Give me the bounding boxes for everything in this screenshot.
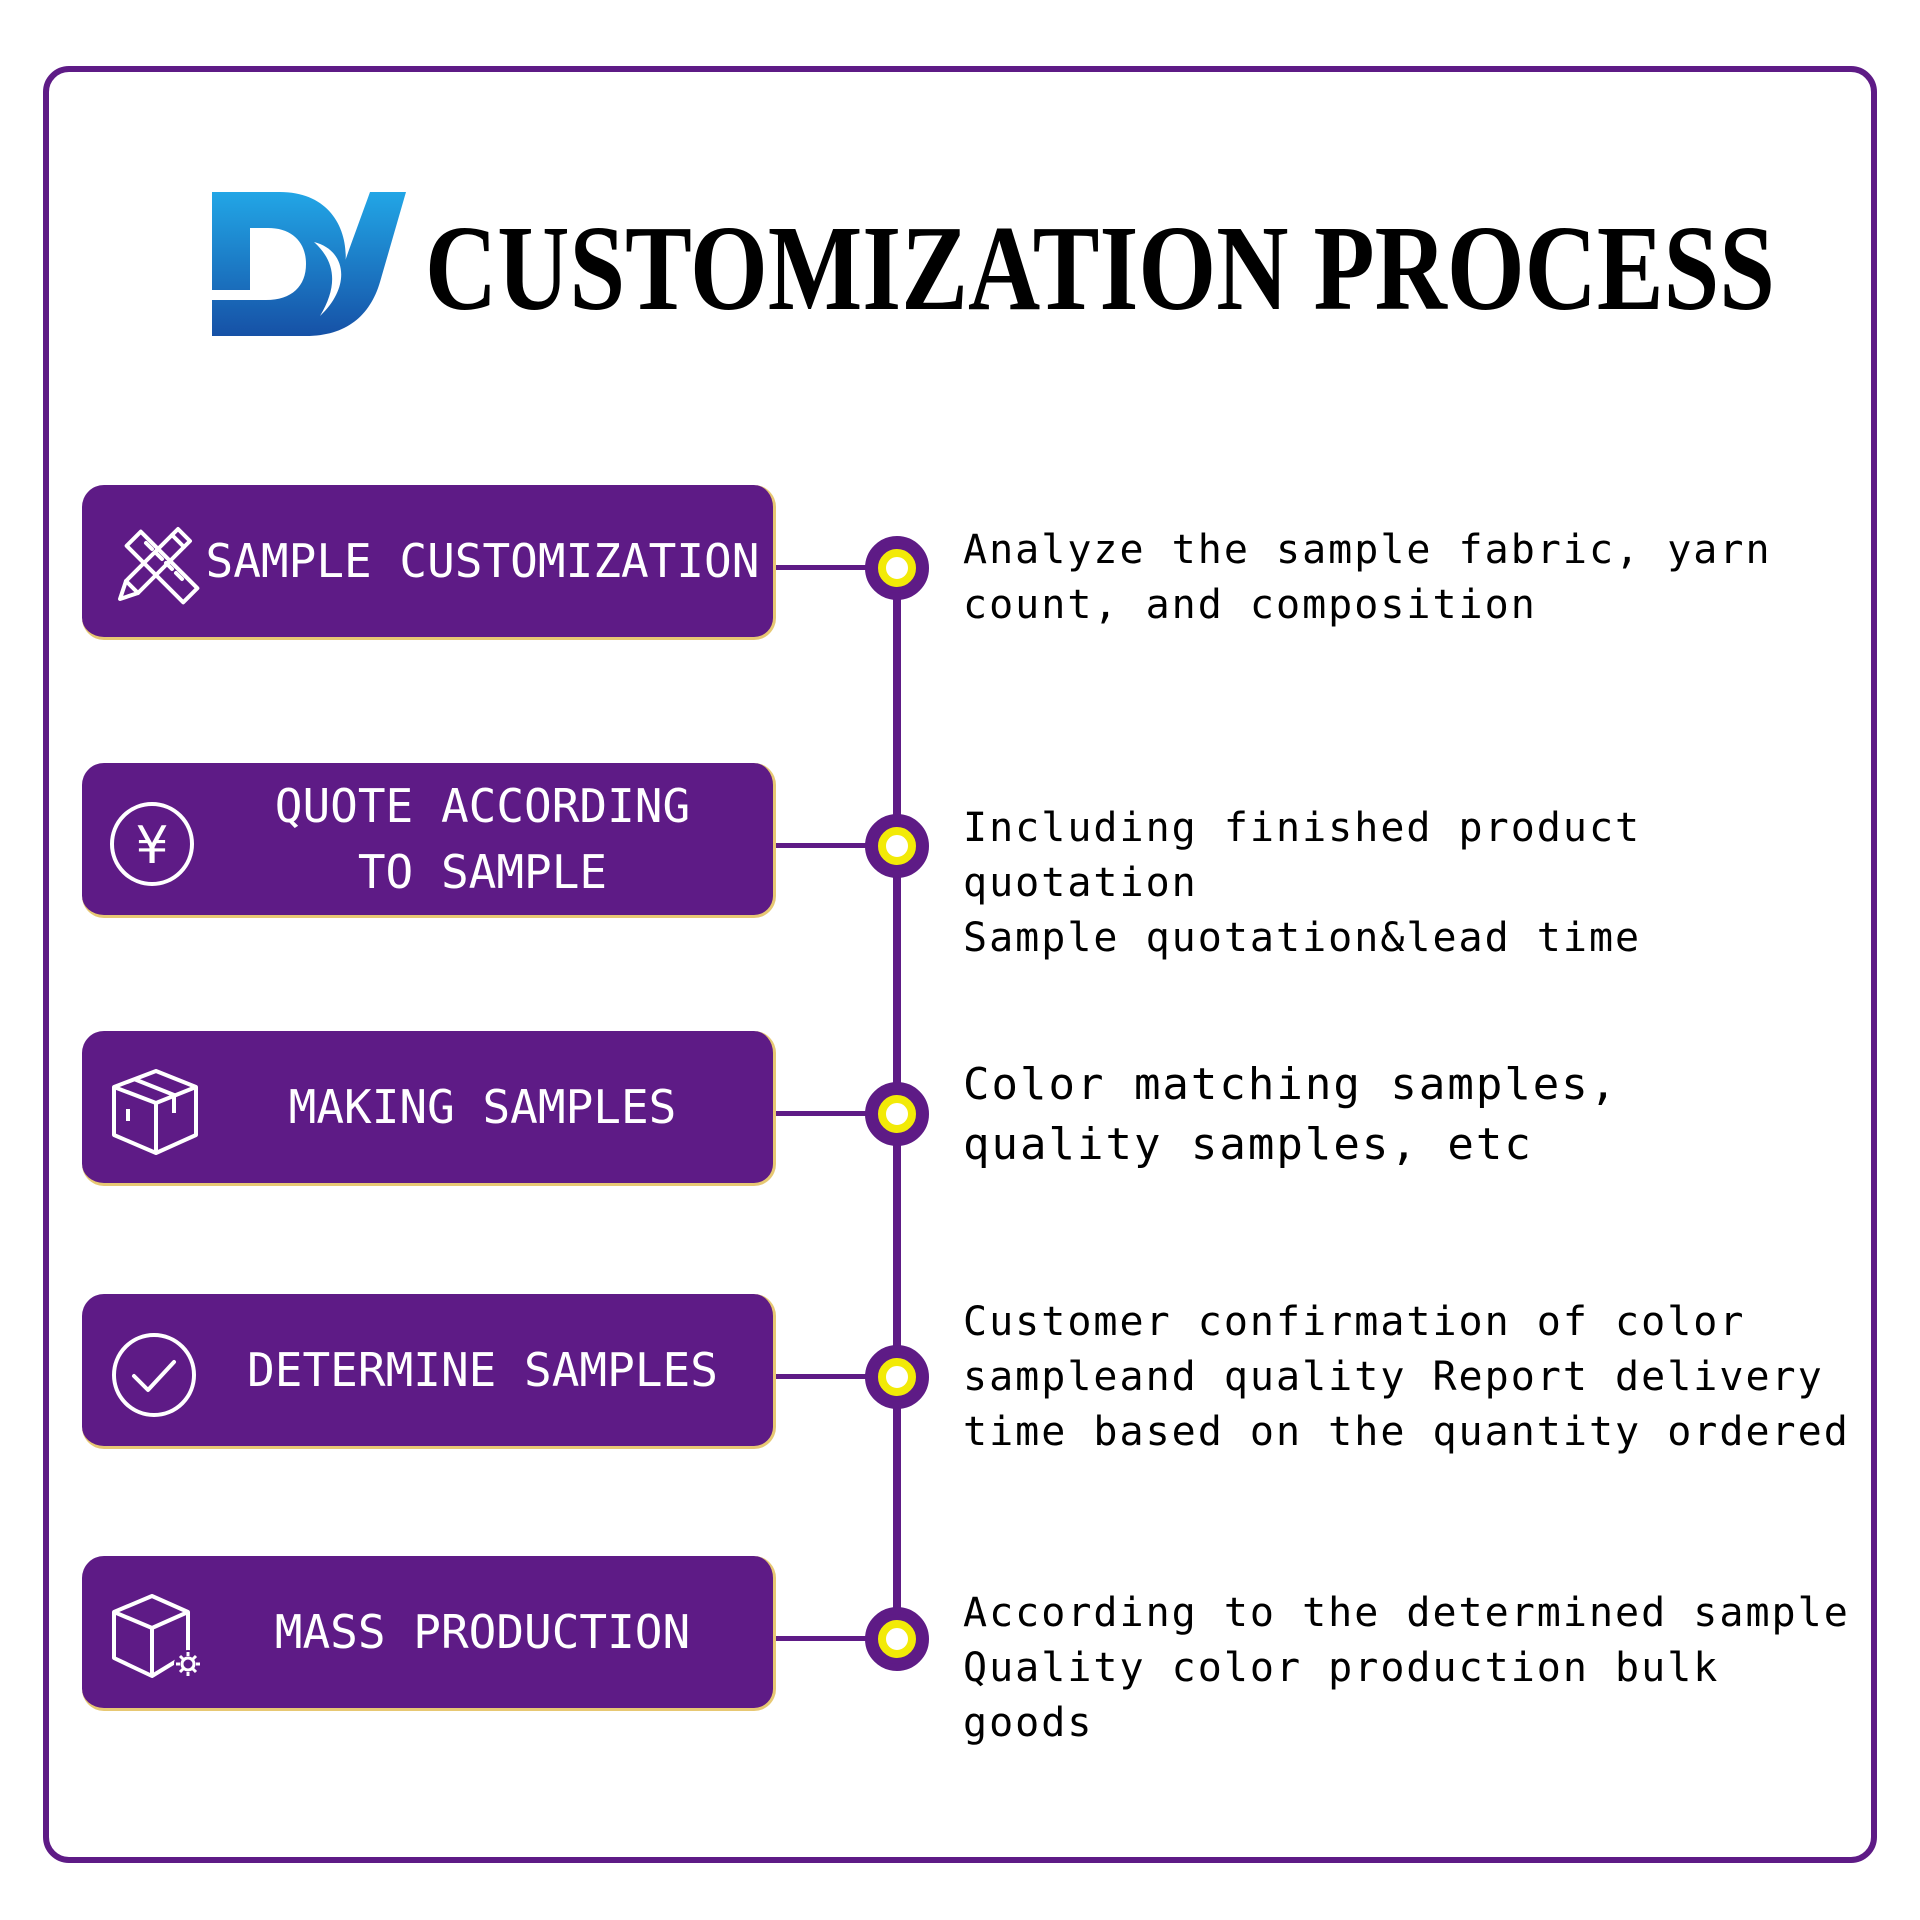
timeline-node: [865, 1345, 929, 1409]
connector: [776, 843, 868, 848]
connector: [776, 1111, 868, 1116]
timeline-node: [865, 1607, 929, 1671]
step-label: QUOTE ACCORDING TO SAMPLE: [274, 779, 691, 899]
step-determine-samples: DETERMINE SAMPLES: [82, 1294, 776, 1449]
step-label: DETERMINE SAMPLES: [247, 1343, 718, 1397]
connector: [776, 565, 868, 570]
check-circle-icon: [112, 1333, 196, 1417]
step-description: According to the determined sample Quali…: [963, 1590, 1850, 1746]
pencil-ruler-icon: [118, 527, 200, 605]
connector: [776, 1374, 868, 1379]
step-sample-customization: SAMPLE CUSTOMIZATION: [82, 485, 776, 640]
timeline-node: [865, 814, 929, 878]
yen-circle-icon: ¥: [110, 802, 194, 886]
step-description: Analyze the sample fabric, yarn count, a…: [963, 527, 1772, 628]
page-title: CUSTOMIZATION PROCESS: [425, 201, 1775, 336]
step-quote-according-to-sample: ¥ QUOTE ACCORDING TO SAMPLE: [82, 763, 776, 918]
timeline-node: [865, 1082, 929, 1146]
step-label: MAKING SAMPLES: [288, 1080, 677, 1134]
timeline-node: [865, 536, 929, 600]
step-description: Color matching samples, quality samples,…: [963, 1059, 1619, 1170]
outer-frame: [43, 66, 1877, 1863]
step-description: Customer confirmation of color sampleand…: [963, 1299, 1850, 1455]
step-making-samples: MAKING SAMPLES: [82, 1031, 776, 1186]
box-icon: [112, 1069, 198, 1155]
svg-text:¥: ¥: [135, 816, 168, 876]
box-gear-icon: [112, 1594, 202, 1678]
step-label: MASS PRODUCTION: [274, 1605, 691, 1659]
step-description: Including finished product quotation Sam…: [963, 805, 1642, 961]
step-mass-production: MASS PRODUCTION: [82, 1556, 776, 1711]
header: CUSTOMIZATION PROCESS: [210, 190, 1810, 340]
connector: [776, 1636, 868, 1641]
dj-logo: [212, 192, 406, 336]
step-label: SAMPLE CUSTOMIZATION: [205, 534, 760, 588]
